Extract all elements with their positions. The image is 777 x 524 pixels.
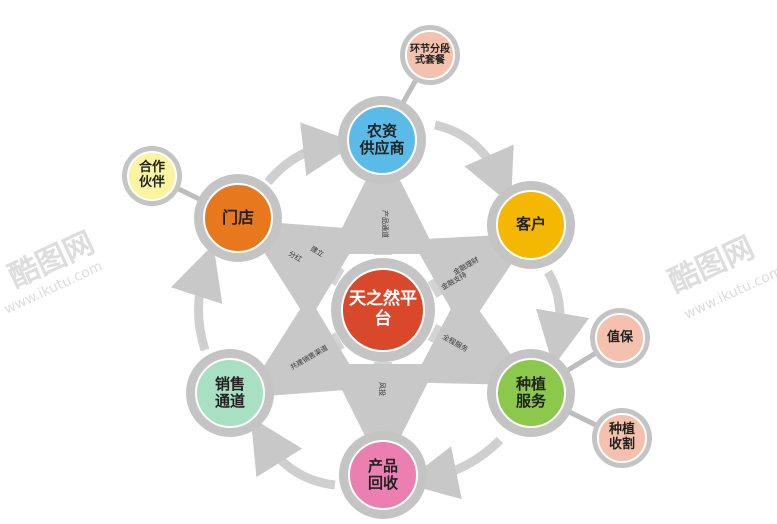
node-1: 客户 (487, 181, 575, 269)
node-4-label: 销售 通道 (194, 357, 266, 429)
node-0: 农资 供应商 (338, 96, 426, 184)
satellite-2: 值保 (590, 308, 650, 368)
node-3: 产品 回收 (339, 431, 427, 519)
node-3-label: 产品 回收 (347, 439, 419, 511)
node-5: 门店 (194, 174, 282, 262)
satellite-1-label: 合作 伙伴 (127, 151, 177, 201)
arrow-label-up: 产品通道 (381, 210, 390, 238)
node-5-label: 门店 (202, 182, 274, 254)
satellite-3-label: 种植 收割 (597, 413, 647, 463)
node-4: 销售 通道 (186, 349, 274, 437)
node-1-label: 客户 (495, 189, 567, 261)
node-2: 种植 服务 (487, 349, 575, 437)
node-0-label: 农资 供应商 (346, 104, 418, 176)
satellite-2-label: 值保 (595, 313, 645, 363)
satellite-3: 种植 收割 (592, 408, 652, 468)
satellite-0: 环节分段 式套餐 (400, 25, 460, 85)
satellite-0-label: 环节分段 式套餐 (405, 30, 455, 80)
node-2-label: 种植 服务 (495, 357, 567, 429)
center-platform: 天之然平台 (331, 258, 435, 362)
satellite-1: 合作 伙伴 (122, 146, 182, 206)
center-platform-label: 天之然平台 (341, 268, 425, 352)
arrow-label-down: 风投 (378, 382, 387, 396)
radial-arrows (243, 146, 533, 472)
cycle-arrows (170, 120, 590, 500)
